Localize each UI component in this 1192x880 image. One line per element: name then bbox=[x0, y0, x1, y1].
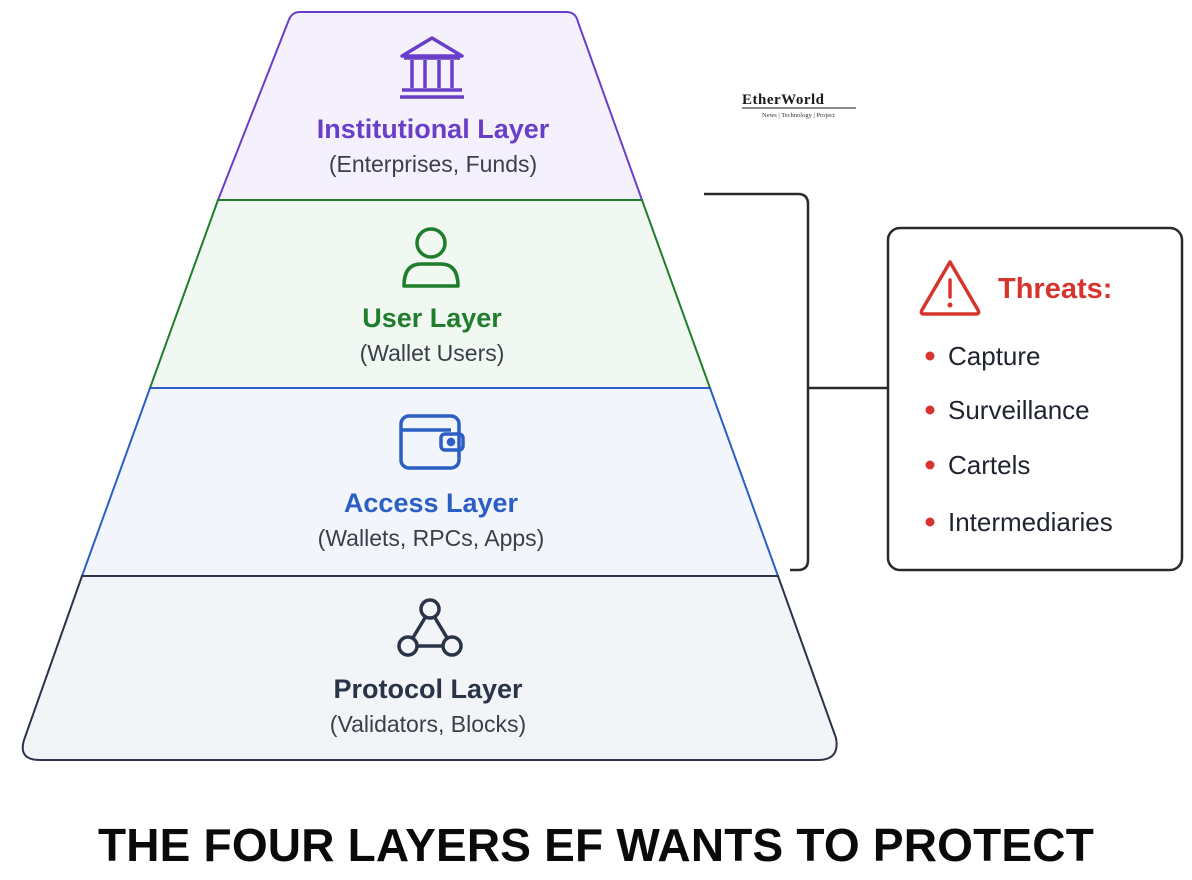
threat-item: Cartels bbox=[948, 450, 1030, 480]
layer-title: Access Layer bbox=[344, 488, 519, 518]
logo-tagline: News | Technology | Project bbox=[762, 112, 835, 119]
threat-item: Intermediaries bbox=[948, 507, 1113, 537]
warning-icon bbox=[919, 260, 981, 316]
logo-name: EtherWorld bbox=[742, 92, 825, 108]
bracket-connector bbox=[704, 192, 888, 572]
etherworld-logo: EtherWorld News | Technology | Project bbox=[742, 92, 856, 119]
layer-title: User Layer bbox=[362, 303, 502, 333]
layer-title: Institutional Layer bbox=[317, 114, 550, 144]
bullet-icon bbox=[925, 351, 935, 361]
layer-user: User Layer (Wallet Users) bbox=[148, 199, 712, 389]
bullet-icon bbox=[925, 460, 935, 470]
page-caption: THE FOUR LAYERS EF WANTS TO PROTECT bbox=[97, 819, 1095, 871]
bullet-icon bbox=[925, 517, 935, 527]
layer-subtitle: (Wallets, RPCs, Apps) bbox=[318, 525, 545, 551]
bullet-icon bbox=[925, 405, 935, 415]
layer-subtitle: (Enterprises, Funds) bbox=[329, 151, 537, 177]
wallet-icon bbox=[399, 414, 465, 470]
layer-institutional: Institutional Layer (Enterprises, Funds) bbox=[216, 11, 644, 201]
layer-protocol: Protocol Layer (Validators, Blocks) bbox=[21, 575, 838, 761]
threat-item: Capture bbox=[948, 341, 1041, 371]
threats-title: Threats: bbox=[998, 273, 1112, 305]
layer-subtitle: (Validators, Blocks) bbox=[330, 711, 526, 737]
threats-box: Threats: Capture Surveillance Cartels In… bbox=[886, 226, 1184, 572]
bank-icon bbox=[400, 36, 464, 99]
layer-title: Protocol Layer bbox=[333, 674, 523, 704]
user-icon bbox=[402, 227, 460, 288]
threat-item: Surveillance bbox=[948, 395, 1090, 425]
network-icon bbox=[397, 598, 463, 657]
layer-access: Access Layer (Wallets, RPCs, Apps) bbox=[80, 387, 780, 577]
layer-protocol-shape bbox=[21, 575, 838, 761]
layer-subtitle: (Wallet Users) bbox=[360, 340, 505, 366]
